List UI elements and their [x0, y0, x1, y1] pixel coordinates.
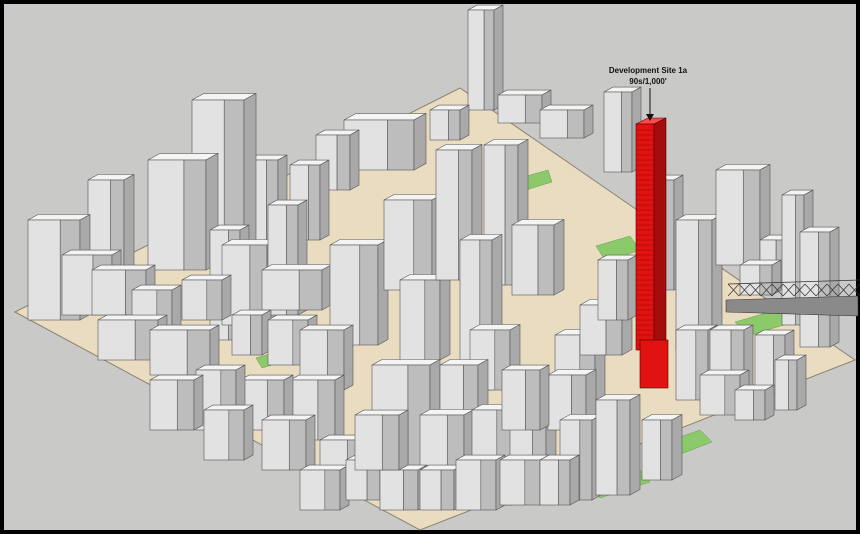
- building-65: [261, 414, 316, 471]
- building-4: [429, 104, 470, 141]
- building-56: [181, 274, 232, 321]
- annotation-title: Development Site 1a: [609, 66, 688, 75]
- building-67: [299, 464, 350, 511]
- building-55: [149, 324, 220, 376]
- building-40: [739, 259, 782, 296]
- building-64: [203, 404, 254, 461]
- building-32: [597, 254, 638, 321]
- building-74: [354, 409, 409, 471]
- building-39: [799, 226, 840, 348]
- building-35: [675, 213, 723, 351]
- building-19: [399, 273, 451, 361]
- building-17: [329, 238, 389, 346]
- buildings-layer: [27, 4, 840, 511]
- building-16: [261, 263, 333, 311]
- building-63: [149, 374, 204, 431]
- building-23: [511, 218, 565, 296]
- building-44: [641, 413, 683, 481]
- building-49: [734, 384, 775, 421]
- building-33: [603, 86, 642, 173]
- building-10: [147, 152, 219, 271]
- annotation-arrowhead: [646, 114, 654, 121]
- building-1: [467, 4, 504, 111]
- bridge: [725, 279, 860, 317]
- site-annotation: Development Site 1a 90s/1,000': [609, 66, 688, 121]
- building-73: [539, 454, 580, 506]
- development-site-1a-tower: [635, 117, 669, 389]
- building-71: [455, 454, 506, 511]
- building-41: [547, 368, 597, 431]
- building-43: [595, 393, 641, 496]
- building-59: [299, 324, 354, 391]
- annotation-subtitle: 90s/1,000': [629, 77, 667, 86]
- building-57: [231, 309, 272, 356]
- building-50: [774, 354, 807, 411]
- building-75: [501, 364, 550, 431]
- bridge-deck: [725, 295, 859, 317]
- building-3: [539, 104, 594, 139]
- tower-podium: [639, 339, 669, 389]
- building-36: [715, 163, 771, 266]
